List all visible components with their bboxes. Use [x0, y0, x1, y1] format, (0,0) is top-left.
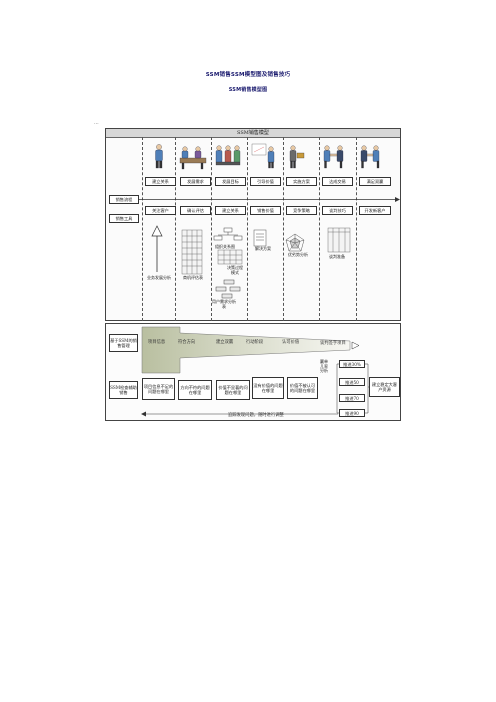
band-label: 符合方向	[178, 340, 196, 345]
diagnosis-box: 价值不被认可的问题在哪里	[287, 377, 318, 399]
team-icon	[215, 145, 241, 166]
band-label: 项目信息	[148, 340, 166, 345]
feedback-note: 追踪发现问题，随时进行调整	[228, 413, 284, 418]
column-divider	[247, 137, 248, 321]
band-label: 行动阶段	[246, 340, 264, 345]
ssm-model-diagram: SSM销售模型	[105, 128, 401, 321]
progress-funnel	[141, 326, 360, 374]
diagnosis-box: 项目信息不足的问题在哪里	[142, 378, 175, 400]
ssm-check-label: SSM检查辅助销售	[109, 381, 138, 399]
stage-box: 达成交易	[322, 177, 353, 186]
ssm-management-label: 基于SSM的销售管理	[109, 334, 138, 352]
ladder-box: 推进90	[339, 409, 365, 417]
stage-box: 满足双赢	[359, 177, 391, 186]
band-label: 谈判签字项目	[320, 341, 346, 346]
artifact-label: 决策过程模式	[227, 265, 243, 275]
artifact-label: 优劣势分析	[288, 252, 308, 257]
ladder-box: 推进50	[339, 378, 365, 386]
radar-chart-icon	[285, 233, 305, 252]
artifact-label: 用户需求分析表	[212, 299, 236, 309]
vertical-label: 赢单几率分析	[320, 359, 328, 374]
presenter-icon	[251, 143, 275, 169]
stage-box: 发展需求	[180, 177, 211, 186]
flow-table-icon	[217, 249, 243, 265]
process-arrow	[139, 197, 400, 202]
tool-box: 建立关系	[215, 206, 246, 215]
artifact-label: 商机评估表	[183, 275, 203, 280]
stage-box: 建立关系	[145, 177, 176, 186]
diagnosis-box: 方向不符的问题在哪里	[178, 380, 212, 400]
ladder-box: 推进30%	[339, 360, 365, 368]
tool-box: 开发新客户	[359, 206, 391, 215]
column-divider	[211, 137, 212, 321]
tool-box: 确认评估	[180, 206, 211, 215]
feedback-arrow	[141, 411, 338, 417]
artifact-label: 组织关系图	[215, 244, 235, 249]
stage-box: 发展目标	[215, 177, 246, 186]
consultant-icon	[289, 145, 305, 169]
tool-box: 销售价值	[250, 206, 281, 215]
column-divider	[142, 137, 143, 321]
handshake-icon	[323, 145, 344, 169]
sales-tools-artifacts	[151, 225, 351, 299]
negotiation-table-icon	[327, 227, 351, 253]
ladder-connectors	[336, 363, 369, 414]
artifact-label: 解决方案	[255, 246, 271, 251]
column-divider	[356, 137, 357, 321]
artifact-label: 谈判准备	[329, 254, 345, 259]
stage-box: 引导价值	[250, 177, 281, 186]
ladder-box: 推进70	[339, 394, 365, 402]
diagram-banner: SSM销售模型	[106, 129, 400, 138]
tool-box: 谈判技巧	[322, 206, 353, 215]
band-label: 认可价值	[282, 340, 300, 345]
document-title: SSM销售SSM模型图及销售技巧	[205, 72, 291, 78]
tool-box: 关注客户	[145, 206, 176, 215]
ellipsis-text: ...	[94, 120, 99, 126]
column-divider	[319, 137, 320, 321]
document-icon	[253, 229, 267, 247]
user-analysis-icon	[215, 279, 241, 299]
person-icon	[155, 144, 163, 169]
result-box: 建立稳定大客户资源	[369, 377, 400, 397]
stage-box: 实施方案	[286, 177, 317, 186]
matrix-grid-icon	[181, 229, 203, 275]
artifact-label: 业务发展分析	[147, 275, 171, 280]
diagnosis-box: 没有价值的问题在哪里	[252, 377, 284, 399]
band-label: 建立双赢	[216, 340, 234, 345]
partners-icon	[360, 145, 380, 169]
column-divider	[283, 137, 284, 321]
section-title: SSM销售模型图	[228, 87, 268, 93]
org-chart-icon	[213, 227, 243, 241]
growth-arrow-icon	[151, 225, 163, 272]
tool-box: 竞争策略	[286, 206, 317, 215]
tools-label: 销售工具	[109, 214, 139, 223]
column-divider	[175, 137, 176, 321]
meeting-icon	[179, 146, 207, 170]
sales-people-icons	[155, 143, 380, 170]
process-label: 销售流程	[109, 195, 139, 204]
diagnosis-box: 价值不显著的问题在哪里	[216, 380, 250, 400]
